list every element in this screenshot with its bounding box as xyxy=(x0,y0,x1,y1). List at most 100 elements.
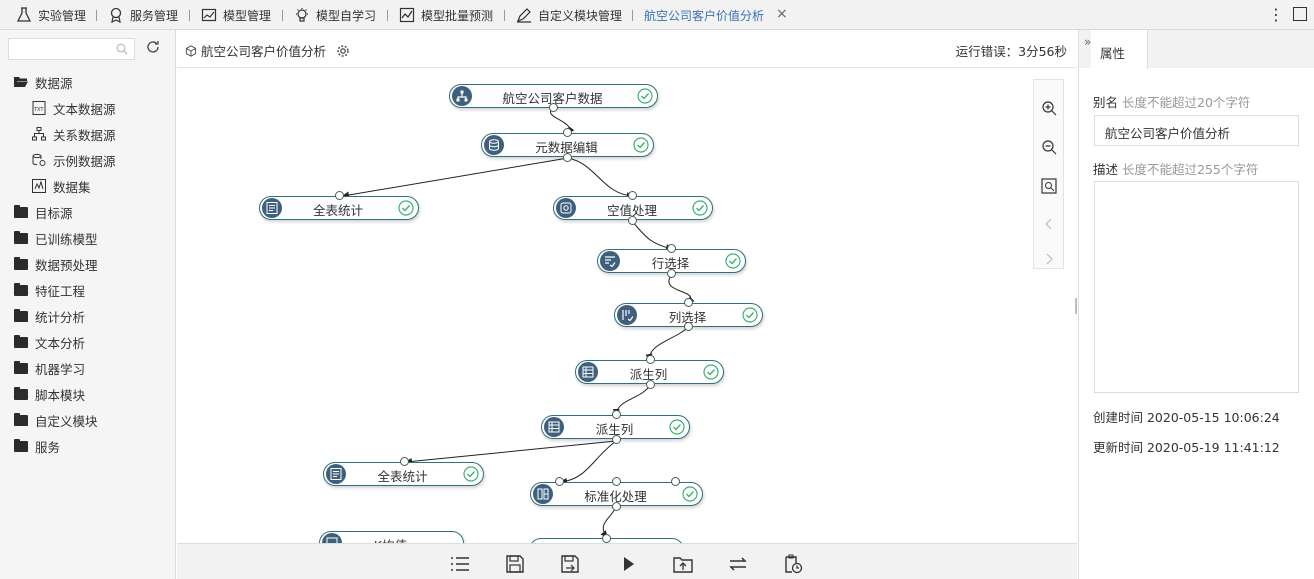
flow-title-text: 航空公司客户价值分析 xyxy=(201,44,327,59)
tab-divider xyxy=(96,10,97,21)
tree-item-text-source[interactable]: TXT 文本数据源 xyxy=(32,99,116,117)
zoom-in-icon[interactable] xyxy=(1041,100,1057,116)
collapse-panel-icon[interactable]: » xyxy=(1084,35,1092,49)
save-as-icon[interactable] xyxy=(560,554,580,574)
success-check-icon xyxy=(742,307,758,323)
fit-view-icon[interactable] xyxy=(1041,178,1057,194)
success-check-icon xyxy=(398,200,414,216)
line-chart-icon xyxy=(399,7,415,23)
node-output-port[interactable] xyxy=(684,322,693,331)
switch-icon[interactable] xyxy=(728,554,748,574)
search-input[interactable] xyxy=(9,39,109,59)
derived-column-node-icon xyxy=(578,362,598,382)
node-input-port[interactable] xyxy=(612,477,621,486)
resize-handle[interactable] xyxy=(1075,298,1077,314)
node-input-port[interactable] xyxy=(612,410,621,419)
tree-label: 已训练模型 xyxy=(35,231,98,247)
tree-folder-services[interactable]: 服务 xyxy=(14,437,60,455)
node-input-port[interactable] xyxy=(646,355,655,364)
tree-folder-script-modules[interactable]: 脚本模块 xyxy=(14,385,85,403)
schedule-icon[interactable] xyxy=(783,554,803,574)
tab-properties[interactable]: 属性 xyxy=(1091,30,1148,69)
run-icon[interactable] xyxy=(618,554,638,574)
node-standardization[interactable]: 标准化处理 xyxy=(530,482,703,506)
list-icon[interactable] xyxy=(450,554,470,574)
tree-folder-preprocessing[interactable]: 数据预处理 xyxy=(14,255,98,273)
tree-label: 示例数据源 xyxy=(53,153,116,169)
node-label: 元数据编辑 xyxy=(535,140,598,155)
tab-airline-customer-value[interactable]: 航空公司客户价值分析 xyxy=(644,0,764,30)
tree-folder-trained-models[interactable]: 已训练模型 xyxy=(14,229,98,247)
node-input-port[interactable] xyxy=(628,191,637,200)
tree-folder-feature-engineering[interactable]: 特征工程 xyxy=(14,281,85,299)
alias-field-label: 别名长度不能超过20个字符 xyxy=(1093,92,1250,111)
updated-time: 更新时间 2020-05-19 11:41:12 xyxy=(1093,440,1280,455)
description-textarea[interactable] xyxy=(1094,181,1299,393)
search-icon[interactable] xyxy=(116,43,128,55)
tree-item-sample-source[interactable]: 示例数据源 xyxy=(32,151,116,169)
flask-icon xyxy=(16,7,32,22)
tree-folder-target-source[interactable]: 目标源 xyxy=(14,203,73,221)
node-input-port[interactable] xyxy=(555,477,564,486)
bottom-toolbar xyxy=(177,543,1077,579)
tree-folder-statistics[interactable]: 统计分析 xyxy=(14,307,85,325)
node-output-port[interactable] xyxy=(563,153,572,162)
save-icon[interactable] xyxy=(505,554,525,574)
alias-input[interactable]: 航空公司客户价值分析 xyxy=(1094,115,1299,146)
edge xyxy=(342,157,569,199)
node-input-port[interactable] xyxy=(400,457,409,466)
node-full-table-stats-2[interactable]: 全表统计 xyxy=(323,462,484,486)
stats-node-icon xyxy=(326,464,346,484)
node-output-port[interactable] xyxy=(628,216,637,225)
tree-folder-data-source[interactable]: 数据源 xyxy=(14,73,73,91)
node-input-port[interactable] xyxy=(667,244,676,253)
zoom-out-icon[interactable] xyxy=(1041,139,1057,155)
column-select-node-icon xyxy=(617,305,637,325)
tree-item-dataset[interactable]: 数据集 xyxy=(32,177,91,195)
node-input-port[interactable] xyxy=(671,477,680,486)
close-tab-icon[interactable]: × xyxy=(776,6,788,22)
tab-experiment-management[interactable]: 实验管理 xyxy=(16,0,86,30)
refresh-icon[interactable] xyxy=(145,39,161,55)
run-status: 运行错误：3分56秒 xyxy=(955,44,1067,59)
workflow-canvas[interactable]: 航空公司客户数据 元数据编辑 全表统计 空值处理 行选择 列选择 派生列 xyxy=(177,69,1077,543)
node-input-port[interactable] xyxy=(684,298,693,307)
sample-db-icon xyxy=(32,153,46,166)
settings-icon[interactable] xyxy=(336,44,350,58)
node-output-port[interactable] xyxy=(667,269,676,278)
folder-icon xyxy=(14,412,28,426)
node-output-port[interactable] xyxy=(646,380,655,389)
tab-divider xyxy=(504,10,505,21)
node-kmeans[interactable]: K均值 xyxy=(319,531,464,543)
tree-folder-text-analysis[interactable]: 文本分析 xyxy=(14,333,85,351)
edge xyxy=(645,326,689,361)
folder-icon xyxy=(14,204,28,218)
tree-folder-custom-modules[interactable]: 自定义模块 xyxy=(14,411,98,429)
node-output-port[interactable] xyxy=(612,435,621,444)
tab-custom-module-management[interactable]: 自定义模块管理 xyxy=(516,0,622,30)
search-box[interactable] xyxy=(8,38,135,60)
undo-arrow-icon[interactable] xyxy=(1041,216,1057,232)
maximize-icon[interactable] xyxy=(1293,7,1307,21)
folder-icon xyxy=(14,334,28,348)
folder-icon xyxy=(14,438,28,452)
node-input-port[interactable] xyxy=(335,191,344,200)
redo-arrow-icon[interactable] xyxy=(1041,251,1057,267)
tab-batch-prediction[interactable]: 模型批量预测 xyxy=(399,0,493,30)
node-full-table-stats-1[interactable]: 全表统计 xyxy=(259,196,419,220)
tree-folder-machine-learning[interactable]: 机器学习 xyxy=(14,359,85,377)
properties-panel: » 属性 别名长度不能超过20个字符 航空公司客户价值分析 描述长度不能超过25… xyxy=(1075,30,1314,579)
node-output-port[interactable] xyxy=(612,502,621,511)
export-folder-icon[interactable] xyxy=(673,554,693,574)
tab-model-self-learning[interactable]: 模型自学习 xyxy=(294,0,376,30)
node-input-port[interactable] xyxy=(563,128,572,137)
tree-item-relation-source[interactable]: 关系数据源 xyxy=(32,125,116,143)
edge xyxy=(612,384,651,416)
more-menu-icon[interactable]: ⋮ xyxy=(1268,5,1284,24)
node-input-port[interactable] xyxy=(602,534,611,543)
node-output-port[interactable] xyxy=(549,103,558,112)
tab-service-management[interactable]: 服务管理 xyxy=(108,0,178,30)
data-source-node-icon xyxy=(452,86,472,106)
svg-text:TXT: TXT xyxy=(33,107,44,113)
tab-model-management[interactable]: 模型管理 xyxy=(201,0,271,30)
